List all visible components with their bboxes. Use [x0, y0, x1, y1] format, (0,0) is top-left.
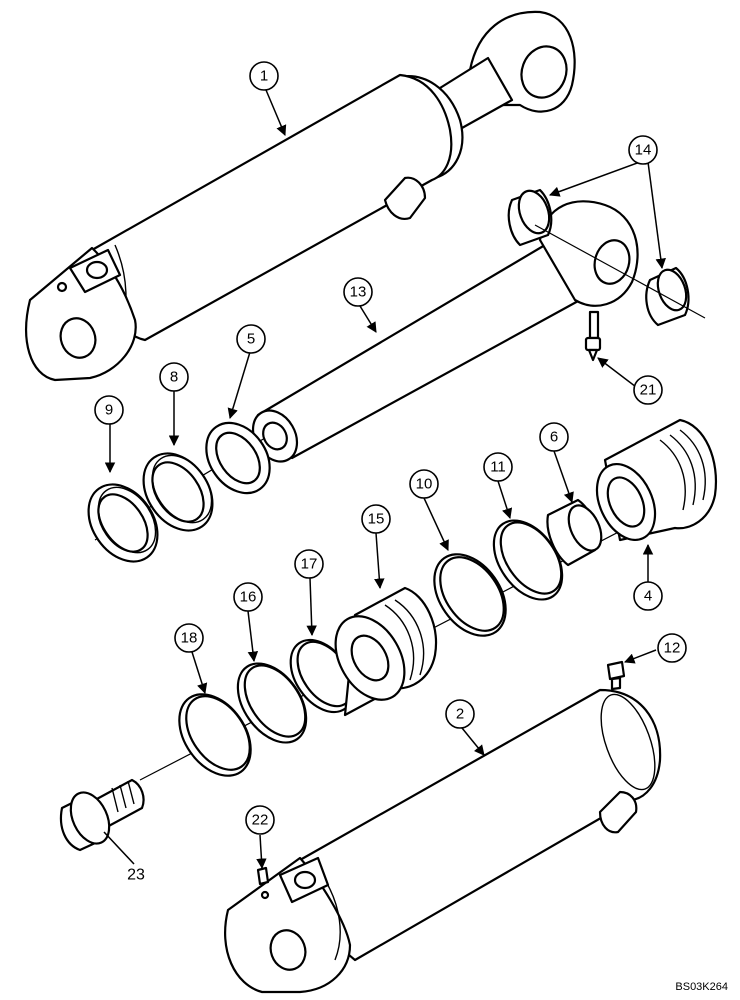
piston-seal-row: [139, 418, 718, 781]
svg-text:10: 10: [416, 476, 433, 493]
svg-text:12: 12: [664, 640, 681, 657]
callout-22: 22: [245, 805, 275, 835]
callout-9: 9: [94, 395, 124, 425]
svg-text:11: 11: [490, 459, 506, 476]
callout-4: 4: [633, 581, 663, 611]
callout-6: 6: [539, 422, 569, 452]
callout-2: 2: [445, 699, 475, 729]
bolt: [59, 778, 145, 852]
callout-8: 8: [159, 362, 189, 392]
svg-text:21: 21: [640, 382, 657, 399]
svg-text:1: 1: [260, 68, 268, 85]
callout-15: 15: [361, 504, 391, 534]
svg-text:13: 13: [350, 284, 367, 301]
svg-text:2: 2: [456, 706, 464, 723]
svg-text:5: 5: [247, 331, 255, 348]
callout-18: 18: [174, 623, 204, 653]
svg-text:17: 17: [301, 556, 318, 573]
seal-set-upper: [87, 421, 271, 563]
callouts: 1 14 13 5 8 9 21 6 11 10 15 17 16 4 18 1…: [94, 61, 687, 884]
callout-23: 23: [127, 867, 145, 884]
callout-13: 13: [343, 277, 373, 307]
svg-text:15: 15: [368, 511, 385, 528]
cylinder-barrel-upper: [25, 10, 576, 382]
callout-5: 5: [236, 324, 266, 354]
svg-text:4: 4: [644, 588, 652, 605]
leader-lines: [103, 89, 666, 870]
svg-text:8: 8: [170, 369, 178, 386]
svg-text:9: 9: [105, 402, 113, 419]
piston-rod: [251, 200, 639, 463]
callout-21: 21: [633, 375, 663, 405]
callout-14: 14: [628, 135, 658, 165]
svg-text:18: 18: [181, 630, 198, 647]
callout-10: 10: [409, 469, 439, 499]
callout-16: 16: [233, 582, 263, 612]
drawing-code: BS03K264: [675, 981, 728, 993]
callout-1: 1: [249, 61, 279, 91]
cylinder-barrel-lower: [224, 660, 662, 994]
bushings: [507, 188, 706, 327]
callout-11: 11: [483, 452, 513, 482]
svg-text:23: 23: [127, 867, 145, 884]
svg-text:16: 16: [240, 589, 257, 606]
svg-text:14: 14: [635, 142, 652, 159]
svg-text:6: 6: [550, 429, 558, 446]
callout-12: 12: [657, 633, 687, 663]
svg-text:22: 22: [252, 812, 269, 829]
callout-17: 17: [294, 549, 324, 579]
